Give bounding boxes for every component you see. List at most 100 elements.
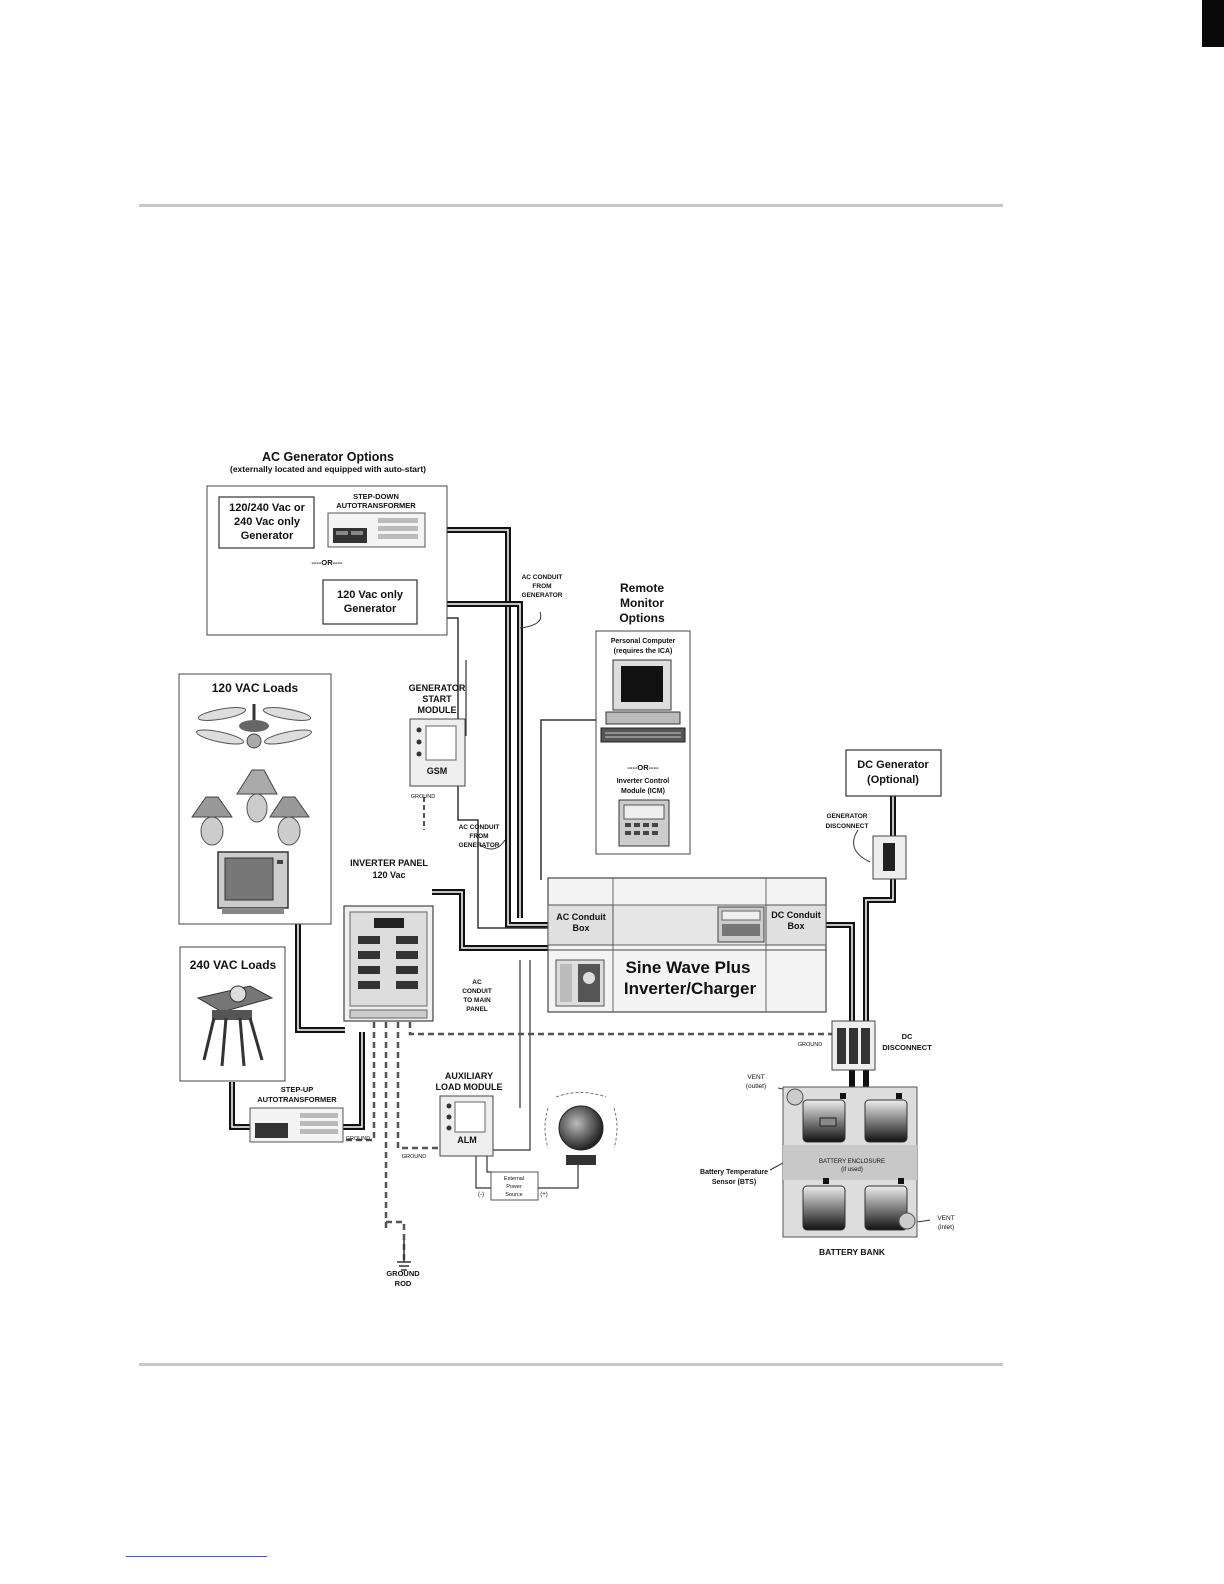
svg-text:CONDUIT: CONDUIT (462, 988, 492, 995)
generator-disconnect-switch-icon (872, 835, 907, 880)
svg-text:START: START (422, 694, 452, 704)
svg-text:DISCONNECT: DISCONNECT (826, 823, 869, 830)
remote-or: ----OR---- (627, 763, 659, 772)
svg-text:AUTOTRANSFORMER: AUTOTRANSFORMER (257, 1095, 337, 1104)
stepdown-label-1: STEP-DOWN (353, 492, 399, 501)
svg-text:GENERATOR: GENERATOR (459, 842, 500, 849)
ac-gen-or: ----OR---- (311, 558, 343, 567)
pc-label-2: (requires the ICA) (614, 648, 673, 655)
remote-title-3: Options (619, 611, 665, 625)
svg-text:TO MAIN: TO MAIN (463, 997, 491, 1004)
television-icon (217, 851, 289, 914)
svg-text:GROUND: GROUND (386, 1269, 420, 1278)
auxiliary-load-module: AUXILIARY LOAD MODULE ALM GROUND Externa… (402, 1071, 618, 1201)
gsm-label: GSM (427, 766, 448, 776)
dc-generator: DC Generator (Optional) GENERATOR DISCON… (826, 749, 942, 880)
loads-120-title: 120 VAC Loads (212, 681, 299, 695)
alm-label: ALM (457, 1135, 477, 1145)
svg-text:Box: Box (572, 923, 589, 933)
svg-text:Power: Power (506, 1184, 522, 1190)
table-saw-icon (196, 985, 274, 1067)
inverter-name-2: Inverter/Charger (624, 979, 757, 998)
pc-label-1: Personal Computer (611, 638, 676, 645)
inverter-panel: INVERTER PANEL 120 Vac (343, 858, 434, 1022)
stepdown-label-2: AUTOTRANSFORMER (336, 501, 416, 510)
svg-text:Sensor (BTS): Sensor (BTS) (712, 1179, 756, 1186)
stepup-ground: GROUND (346, 1136, 370, 1142)
remote-title-1: Remote (620, 581, 664, 595)
svg-text:PANEL: PANEL (466, 1006, 488, 1013)
svg-text:(outlet): (outlet) (746, 1083, 766, 1090)
svg-text:Box: Box (787, 921, 804, 931)
conduit-from-generator-label-1: AC CONDUIT FROM GENERATOR (522, 574, 563, 599)
svg-text:120 Vac: 120 Vac (372, 870, 405, 880)
icm-device-icon (618, 799, 670, 847)
sine-wave-plus-inverter: AC Conduit Box DC Conduit Box Sine Wave … (547, 877, 827, 1013)
vent-inlet-icon (898, 1212, 916, 1230)
generator-120-label-2: Generator (344, 603, 397, 615)
header-rule (139, 204, 1003, 207)
loads-240vac: 240 VAC Loads (179, 946, 286, 1082)
ac-gen-title: AC Generator Options (262, 450, 394, 464)
svg-text:MODULE: MODULE (418, 705, 457, 715)
svg-text:External: External (504, 1176, 524, 1182)
dc-disconnect-ground: GROUND (798, 1042, 822, 1048)
battery-cell-4 (864, 1185, 908, 1231)
battery-cell-3 (802, 1185, 846, 1231)
svg-text:BATTERY ENCLOSURE: BATTERY ENCLOSURE (819, 1159, 885, 1165)
generator-120-label-1: 120 Vac only (337, 589, 404, 601)
ac-generator-options: AC Generator Options (externally located… (206, 450, 448, 636)
generator-start-module: GENERATOR START MODULE GSM GROUND (409, 683, 466, 800)
svg-text:DC Generator: DC Generator (857, 759, 929, 771)
ext-minus: (-) (478, 1192, 484, 1198)
svg-text:AUXILIARY: AUXILIARY (445, 1071, 493, 1081)
battery-cell-2 (864, 1099, 908, 1143)
generator-240-box (218, 496, 315, 549)
lamp-icon-center (236, 769, 278, 823)
battery-temperature-sensor (819, 1117, 837, 1127)
svg-text:Source: Source (505, 1192, 522, 1198)
battery-bank: BATTERY ENCLOSURE (if used) VENT (outlet… (700, 1074, 955, 1257)
dc-generator-box (845, 749, 942, 797)
alarm-bell-icon (544, 1092, 618, 1165)
vent-outlet-icon (786, 1088, 804, 1106)
dc-conduit-box (765, 904, 827, 946)
svg-text:DC: DC (902, 1032, 913, 1041)
svg-text:STEP-UP: STEP-UP (281, 1085, 314, 1094)
stepdown-transformer-icon (327, 512, 426, 548)
remote-title-2: Monitor (620, 596, 664, 610)
inverter-control-panel-icon (717, 906, 765, 943)
svg-text:DISCONNECT: DISCONNECT (882, 1043, 932, 1052)
svg-text:GENERATOR: GENERATOR (522, 592, 563, 599)
external-power-source-box (490, 1171, 539, 1201)
ac-conduit-box (547, 904, 614, 946)
svg-text:VENT: VENT (747, 1074, 764, 1081)
loads-240-title: 240 VAC Loads (190, 958, 277, 972)
conduit-to-main-panel-label: AC CONDUIT TO MAIN PANEL (462, 979, 492, 1013)
gsm-ground: GROUND (411, 794, 435, 800)
alm-ground: GROUND (402, 1154, 426, 1160)
battery-bank-label: BATTERY BANK (819, 1247, 886, 1257)
svg-text:LOAD MODULE: LOAD MODULE (436, 1082, 503, 1092)
dc-disconnect: GROUND DC DISCONNECT (798, 1020, 932, 1071)
generator-240-label-2: 240 Vac only (234, 516, 301, 528)
generator-240-label-1: 120/240 Vac or (229, 502, 306, 514)
svg-text:(Optional): (Optional) (867, 774, 919, 786)
svg-text:Battery Temperature: Battery Temperature (700, 1169, 768, 1176)
svg-text:VENT: VENT (937, 1215, 954, 1222)
inverter-name-1: Sine Wave Plus (625, 958, 750, 977)
svg-text:AC CONDUIT: AC CONDUIT (459, 824, 500, 831)
ground-rod: GROUND ROD (386, 1240, 420, 1288)
svg-text:AC: AC (472, 979, 482, 986)
icm-label-1: Inverter Control (617, 778, 670, 785)
inverter-front-panel-icon (555, 959, 605, 1007)
generator-240-label-3: Generator (241, 530, 294, 542)
generator-120-box (322, 579, 418, 625)
lamp-icon-left (191, 796, 233, 846)
svg-text:INVERTER PANEL: INVERTER PANEL (350, 858, 428, 868)
footer-rule (139, 1363, 1003, 1366)
svg-text:GENERATOR: GENERATOR (409, 683, 466, 693)
svg-text:(inlet): (inlet) (938, 1224, 954, 1231)
icm-label-2: Module (ICM) (621, 788, 665, 795)
